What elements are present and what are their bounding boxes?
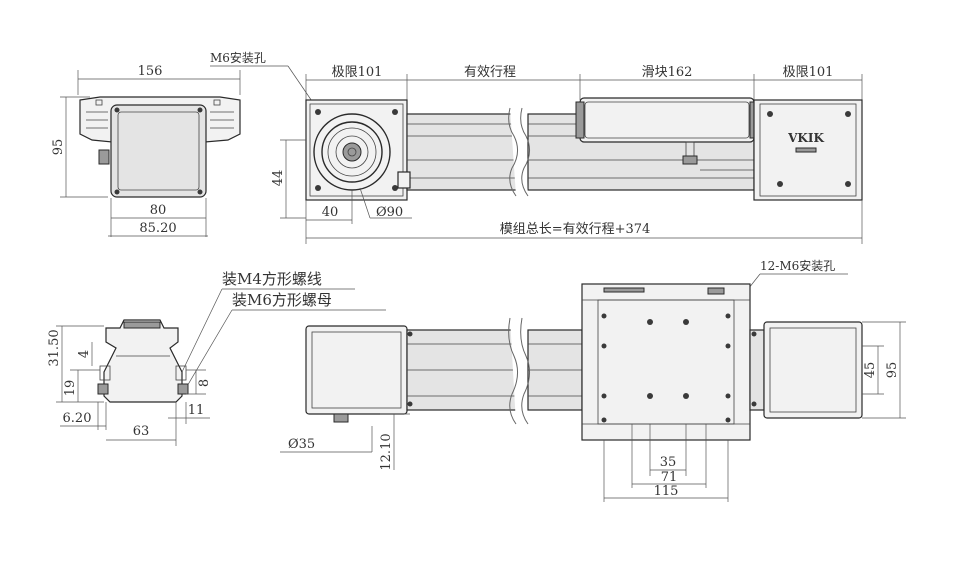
side-view: 极限101 有效行程 滑块162 极限101 M6安装孔: [210, 50, 863, 244]
brand-logo: VKIK: [787, 131, 824, 145]
label-12-m6-mount-holes: 12-M6安装孔: [760, 258, 835, 273]
dim-diameter-35: Ø35: [288, 437, 315, 452]
dim-height-44: 44: [271, 170, 286, 187]
profile-view: 装M4方形螺线 装M6方形螺母 31.50 4 19 8 6.: [47, 270, 386, 446]
dim-width-80: 80: [150, 203, 167, 218]
label-m4-square-nut: 装M4方形螺线: [222, 270, 322, 288]
dim-8: 8: [197, 379, 212, 387]
dim-offset-40: 40: [322, 205, 339, 220]
label-m6-mount-hole: M6安装孔: [210, 50, 266, 65]
dim-diameter-90: Ø90: [376, 205, 403, 220]
label-limit-right: 极限101: [783, 65, 834, 80]
dim-height-95: 95: [51, 139, 66, 156]
label-slider-162: 滑块162: [642, 65, 693, 80]
dim-45: 45: [863, 362, 878, 379]
dim-63: 63: [133, 424, 150, 439]
dim-6-20: 6.20: [63, 411, 92, 426]
dim-95: 95: [885, 362, 900, 379]
label-effective-stroke: 有效行程: [464, 65, 516, 80]
dim-width-156: 156: [138, 64, 163, 79]
dim-4: 4: [77, 350, 92, 358]
label-total-length: 模组总长=有效行程+374: [500, 222, 651, 237]
dim-35: 35: [660, 455, 677, 470]
label-limit-left: 极限101: [332, 65, 383, 80]
dim-12-10: 12.10: [379, 433, 394, 470]
dim-31-50: 31.50: [47, 329, 62, 366]
dim-115: 115: [654, 484, 679, 499]
top-view: 12-M6安装孔: [280, 258, 906, 502]
dim-19: 19: [63, 380, 78, 397]
front-view: 156 95 80 85.20: [51, 64, 241, 237]
dim-11: 11: [188, 403, 205, 418]
dim-71: 71: [661, 470, 678, 485]
label-m6-square-nut: 装M6方形螺母: [232, 291, 332, 309]
dim-width-85-20: 85.20: [139, 221, 176, 236]
